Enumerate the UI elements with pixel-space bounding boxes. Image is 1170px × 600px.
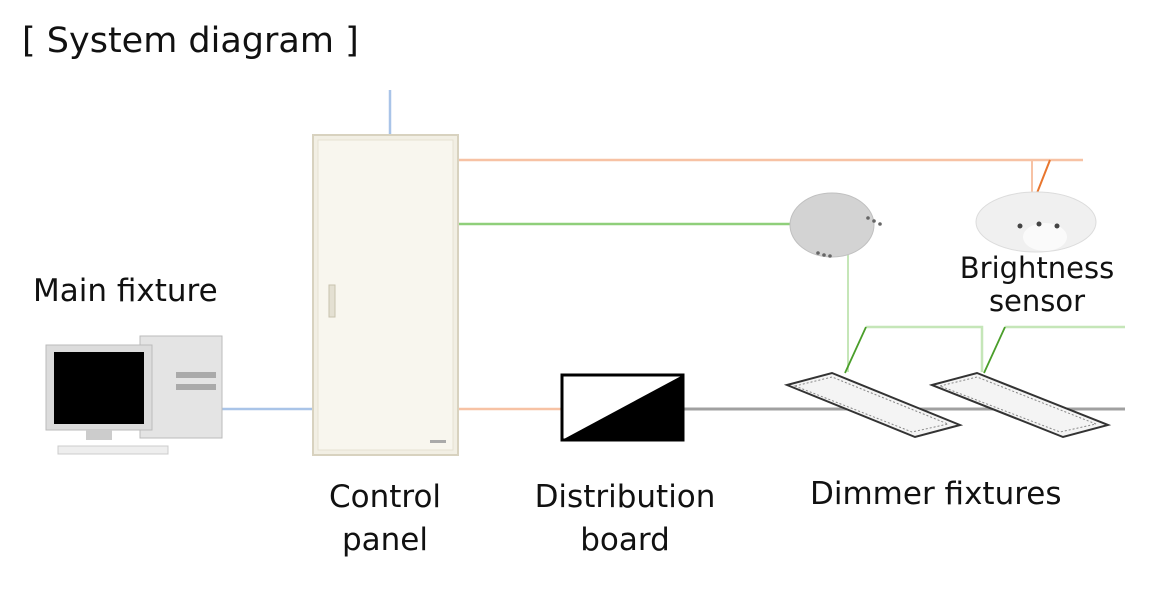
control-panel-label-line2: panel <box>341 522 428 558</box>
brightness-sensor-label-line1: Brightness <box>959 251 1115 285</box>
signal-diag-2 <box>983 326 1006 374</box>
brightness-sensor-label: Brightness sensor <box>947 252 1127 318</box>
distribution-board-label: Distribution board <box>510 476 740 562</box>
control-panel-label-line1: Control <box>328 479 442 515</box>
ceiling-sensor-icon <box>789 192 882 258</box>
main-fixture-label: Main fixture <box>33 273 218 309</box>
brightness-sensor-icon <box>975 191 1097 253</box>
dimmer-fixture-2 <box>928 371 1112 439</box>
distribution-board-icon <box>560 373 685 442</box>
power-line-sensor-diag <box>1036 159 1051 194</box>
distribution-board-label-line2: board <box>580 522 670 558</box>
brightness-sensor-label-line2: sensor <box>988 284 1086 318</box>
page-title: [ System diagram ] <box>22 21 359 61</box>
distribution-board-label-line1: Distribution <box>534 479 716 515</box>
control-panel-label: Control panel <box>300 476 470 562</box>
signal-line-fixtures <box>866 325 984 372</box>
signal-diag-1 <box>844 326 867 374</box>
dimmer-fixtures-label: Dimmer fixtures <box>810 476 1062 512</box>
computer-icon <box>45 335 223 455</box>
control-panel-icon <box>312 134 459 456</box>
dimmer-fixture-1 <box>783 371 964 439</box>
